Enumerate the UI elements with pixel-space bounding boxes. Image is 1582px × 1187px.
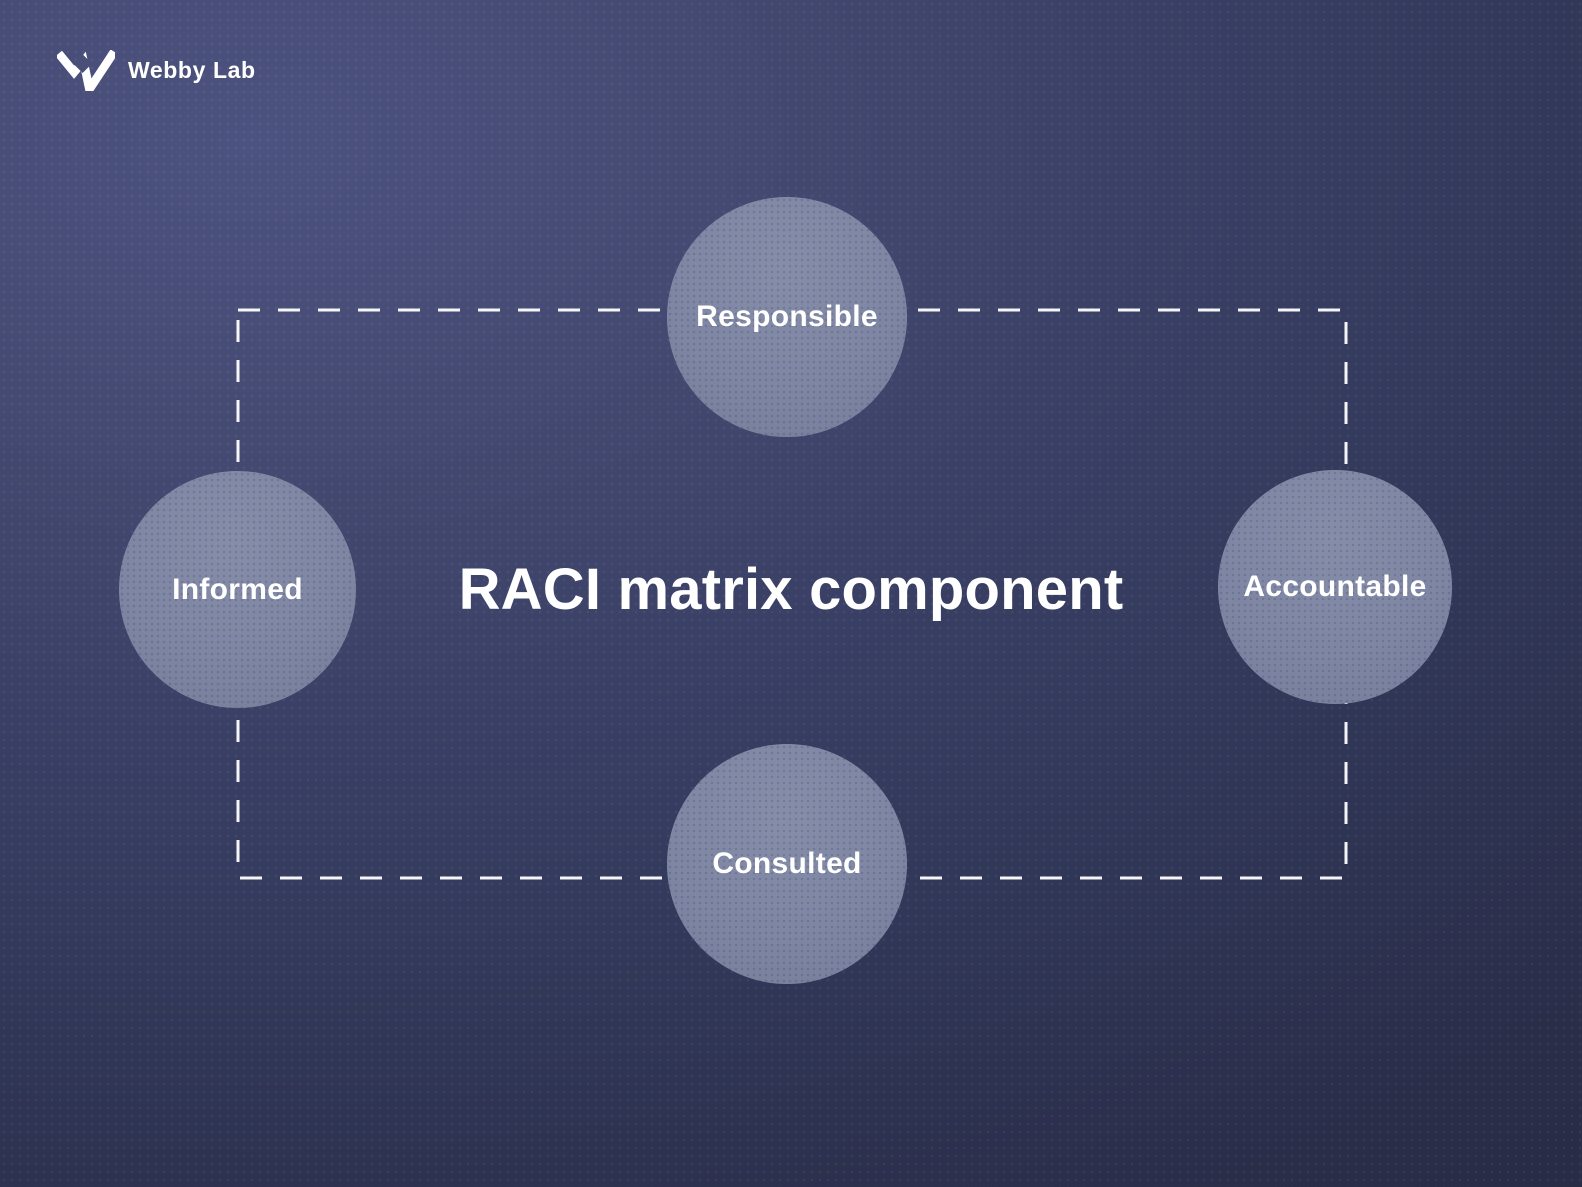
node-informed: Informed	[119, 471, 356, 708]
brand-name: Webby Lab	[128, 57, 256, 83]
node-informed-label: Informed	[172, 572, 303, 606]
brand-logo: Webby Lab	[57, 50, 256, 91]
node-consulted-label: Consulted	[712, 847, 862, 880]
diagram-title: RACI matrix component	[458, 557, 1124, 622]
node-accountable: Accountable	[1218, 470, 1452, 704]
logo-diamond-cutout	[73, 54, 92, 74]
node-consulted: Consulted	[667, 744, 907, 984]
node-responsible-label: Responsible	[696, 300, 878, 333]
webbylab-w-icon	[57, 50, 115, 91]
node-accountable-label: Accountable	[1243, 570, 1427, 603]
node-responsible: Responsible	[667, 197, 907, 437]
